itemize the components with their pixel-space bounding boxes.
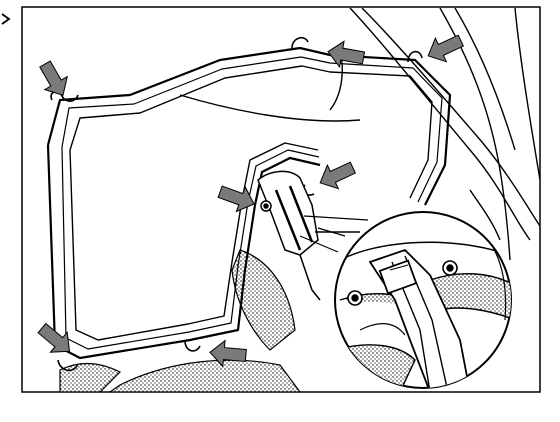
arrow-bottom-center-clip-icon [209, 339, 247, 368]
corner-mark-icon [1, 13, 11, 25]
lower-trim-panels [59, 249, 301, 392]
vehicle-body-lines [179, 7, 540, 261]
latch-mount [257, 170, 360, 301]
pointer-arrows [37, 34, 465, 368]
door-seal-frame [46, 36, 452, 372]
arrow-top-left-clip-icon [39, 60, 69, 96]
arrow-center-left-clip-icon [217, 185, 255, 213]
arrow-top-center-clip-icon [327, 40, 366, 69]
inset-leader-lines [299, 215, 369, 253]
arrow-bottom-left-clip-icon [37, 322, 71, 353]
arrow-center-right-clip-icon [319, 161, 357, 190]
arrow-top-right-clip-icon [427, 34, 465, 63]
